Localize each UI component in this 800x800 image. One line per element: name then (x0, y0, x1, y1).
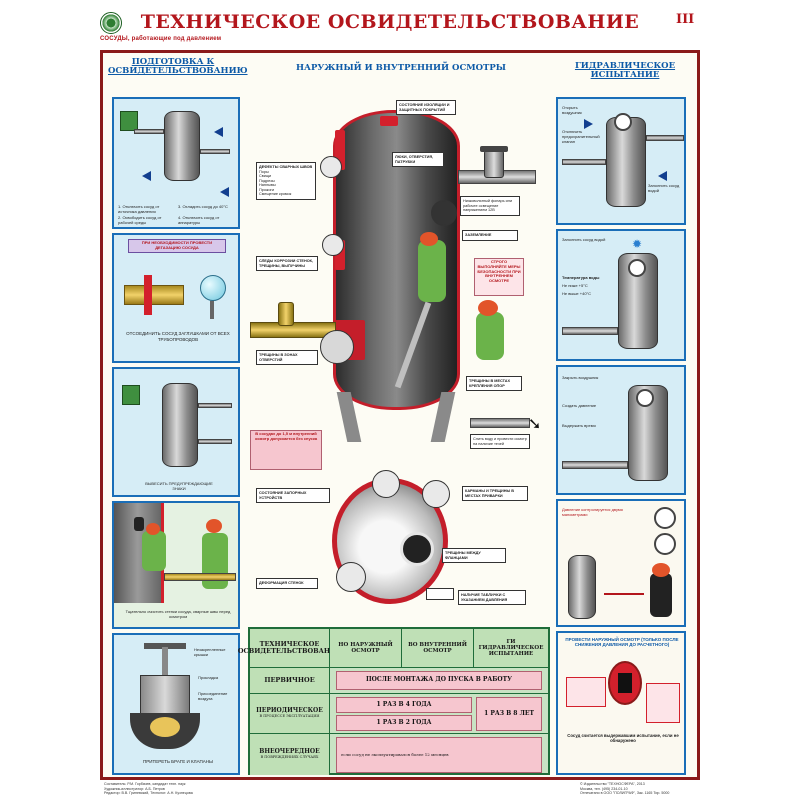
center-column-title: НАРУЖНЫЙ И ВНУТРЕННИЙ ОСМОТРЫ (296, 63, 506, 73)
publisher-logo-icon (100, 12, 122, 34)
table-header: ВО ВНУТРЕННИЙ ОСМОТР (402, 629, 474, 667)
vessel-illustration (568, 555, 596, 619)
pressure-gauge-icon (654, 533, 676, 555)
vessel-illustration (606, 117, 646, 207)
table-row: ПЕРИОДИЧЕСКОЕ В ПРОЦЕССЕ ЭКСПЛУАТАЦИИ 1 … (250, 693, 548, 733)
hardhat-icon (478, 300, 498, 316)
hardhat-icon (146, 523, 160, 535)
right-panel-1: Открыть воздушник Отключить предохраните… (556, 97, 686, 225)
arrow-left-icon (142, 171, 151, 181)
poster-title: ТЕХНИЧЕСКОЕ ОСВИДЕТЕЛЬСТВОВАНИЕ (140, 11, 640, 33)
hardhat-icon (652, 563, 670, 577)
table-header: НО НАРУЖНЫЙ ОСМОТР (330, 629, 402, 667)
size-warning: В сосудах до 1,5 м внутренний осмотр доп… (250, 430, 322, 470)
left-panel-1: 1. Отключить сосуд от источника давления… (112, 97, 240, 229)
worker-figure (142, 531, 166, 571)
left-panel-4: Тщательно очистить стенки сосуда, сварны… (112, 501, 240, 629)
right-column-title: ГИДРАВЛИЧЕСКОЕ ИСПЫТАНИЕ (574, 61, 676, 81)
pipe (200, 149, 230, 154)
callout-grounding: ЗАЗЕМЛЕНИЕ (462, 230, 518, 241)
table-header: ТЕХНИЧЕСКОЕ ОСВИДЕТЕЛЬСТВОВАНИЕ (238, 629, 341, 667)
poster-subtitle: СОСУДЫ, работающие под давлением (100, 36, 222, 42)
valve-icon (484, 150, 504, 178)
left-column-title: ПОДГОТОВКА К ОСВИДЕТЕЛЬСТВОВАНИЮ (108, 57, 248, 77)
blind-plug-icon (200, 275, 226, 301)
right-panel-5: ПРОВЕСТИ НАРУЖНЫЙ ОСМОТР (ТОЛЬКО ПОСЛЕ С… (556, 631, 686, 775)
vessel-illustration (162, 383, 198, 467)
worker-figure (650, 573, 672, 617)
caption: 3. Охладить сосуд до 40°С (178, 204, 228, 209)
inspection-schedule-table: ТЕХНИЧЕСКОЕ ОСВИДЕТЕЛЬСТВОВАНИЕ НО НАРУЖ… (238, 627, 550, 775)
caption: 4. Отключить сосуд от аппаратуры (178, 215, 220, 225)
pipe (134, 129, 164, 134)
arrow-left-icon (220, 187, 229, 197)
final-inspection-header: ПРОВЕСТИ НАРУЖНЫЙ ОСМОТР (ТОЛЬКО ПОСЛЕ С… (565, 637, 679, 648)
left-panel-3: ВЫВЕСИТЬ ПРЕДУПРЕЖДАЮЩИЕ ЗНАКИ (112, 367, 240, 497)
vessel-illustration (164, 111, 200, 181)
right-panel-3: Закрыть воздушник Создать давление Выдер… (556, 365, 686, 495)
observer-figure (476, 312, 504, 360)
pressure-gauge-icon (628, 259, 646, 277)
caption: 1. Отключить сосуд от источника давления (118, 204, 160, 214)
valve-icon (278, 302, 294, 326)
right-panel-4: Давление контролируется двумя манометрам… (556, 499, 686, 627)
callout-support-cracks: ТРЕЩИНЫ В МЕСТАХ КРЕПЛЕНИЯ ОПОР (466, 376, 522, 392)
flange-red (144, 275, 152, 315)
caption: ВЫВЕСИТЬ ПРЕДУПРЕЖДАЮЩИЕ ЗНАКИ (145, 481, 213, 491)
label: Присоединение воздуха (198, 691, 228, 701)
manhole-flange-icon (400, 532, 434, 566)
callout-hatches: ЛЮКИ, ОТВЕРСТИЯ, ПАТРУБКИ (392, 152, 444, 168)
pressure-gauge-icon (654, 507, 676, 529)
table-header: ГИ ГИДРАВЛИЧЕСКОЕ ИСПЫТАНИЕ (474, 629, 548, 667)
lamp-icon (134, 517, 144, 531)
callout-nameplate: НАЛИЧИЕ ТАБЛИЧКИ С УКАЗАНИЕМ ДАВЛЕНИЯ (458, 590, 526, 606)
footer-publisher: © Издательство "ТЕХНОСФЕРА", 2013 Москва… (580, 782, 670, 796)
control-box-icon (122, 385, 140, 405)
sheet-number: III (676, 12, 695, 27)
callout-weld-defects: ДЕФЕКТЫ СВАРНЫХ ШВОВ Поры Свищи Подрезы … (256, 162, 316, 200)
callout-shutoff: СОСТОЯНИЕ ЗАПОРНЫХ УСТРОЙСТВ (256, 488, 330, 504)
table-row: ПЕРВИЧНОЕ ПОСЛЕ МОНТАЖА ДО ПУСКА В РАБОТ… (250, 667, 548, 693)
left-panel-5: Незакрепленные крышки Прокладка Присоеди… (112, 633, 240, 775)
caption: ПРИТЕРЕТЬ БРАГЕ И КЛАПАНЫ (143, 759, 213, 764)
inspector-figure (418, 240, 446, 302)
drain-pipe (470, 418, 530, 428)
left-panel-2: ПРИ НЕОБХОДИМОСТИ ПРОВЕСТИ ДЕГАЗАЦИЮ СОС… (112, 233, 240, 363)
pressure-gauge-icon (614, 113, 632, 131)
callout-insulation: СОСТОЯНИЕ ИЗОЛЯЦИИ И ЗАЩИТНЫХ ПОКРЫТИЙ (396, 100, 456, 116)
caption: 2. Освободить сосуд от рабочей среды (118, 215, 162, 225)
flanged-pipe-illustration (124, 285, 184, 305)
callout-deformation: ДЕФОРМАЦИЯ СТЕНОК (256, 578, 318, 589)
table-row: ВНЕОЧЕРЕДНОЕ В ПОВРЕЖДЕНИЯХ СЛУЧАЯХ если… (250, 733, 548, 775)
caption: Тщательно очистить стенки сосуда, сварны… (125, 609, 231, 619)
valve-illustration (140, 675, 190, 715)
pressure-gauge-icon (636, 389, 654, 407)
right-panel-2: ✹ Заполнить сосуд водой Температура воды… (556, 229, 686, 361)
safety-note: СТРОГО ВЫПОЛНЯЙТЕ МЕРЫ БЕЗОПАСНОСТИ ПРИ … (474, 258, 524, 296)
callout-corrosion: СЛЕДЫ КОРРОЗИИ СТЕНОК, ТРЕЩИНЫ, ВЫПУЧИНЫ (256, 256, 318, 272)
water-splash-icon: ✹ (632, 237, 643, 251)
label: Незакрепленные крышки (194, 647, 226, 657)
arrow-right-icon (584, 119, 593, 129)
label: Прокладка (198, 675, 219, 680)
callout-flange-cracks: ТРЕЩИНЫ МЕЖДУ ФЛАНЦАМИ (442, 548, 506, 564)
callout-pockets: КАРМАНЫ И ТРЕЩИНЫ В МЕСТАХ ПРИВАРКИ (462, 486, 528, 502)
caption: ОТСОЕДИНИТЬ СОСУД ЗАГЛУШКАМИ ОТ ВСЕХ ТРУ… (126, 331, 230, 342)
hardhat-icon (420, 232, 438, 246)
hardhat-icon (206, 519, 222, 533)
nameplate-icon (426, 588, 454, 600)
callout-opening-cracks: ТРЕЩИНЫ В ЗОНАХ ОТВЕРСТИЙ (256, 350, 318, 366)
callout-lamp: Низковольтный фонарь или рабочее освещен… (460, 196, 520, 216)
footer-credits: Составитель: Р.М. Горбачев, кандидат тех… (104, 782, 193, 796)
drain-arrow-icon: ➘ (528, 416, 542, 433)
degassing-header: ПРИ НЕОБХОДИМОСТИ ПРОВЕСТИ ДЕГАЗАЦИЮ СОС… (128, 239, 226, 253)
lamp-callout (431, 200, 457, 226)
control-box-icon (120, 111, 138, 131)
callout-drain: Слить воду и провести осмотр на наличие … (470, 434, 530, 450)
arrow-left-icon (658, 171, 667, 181)
arrow-left-icon (214, 127, 223, 137)
